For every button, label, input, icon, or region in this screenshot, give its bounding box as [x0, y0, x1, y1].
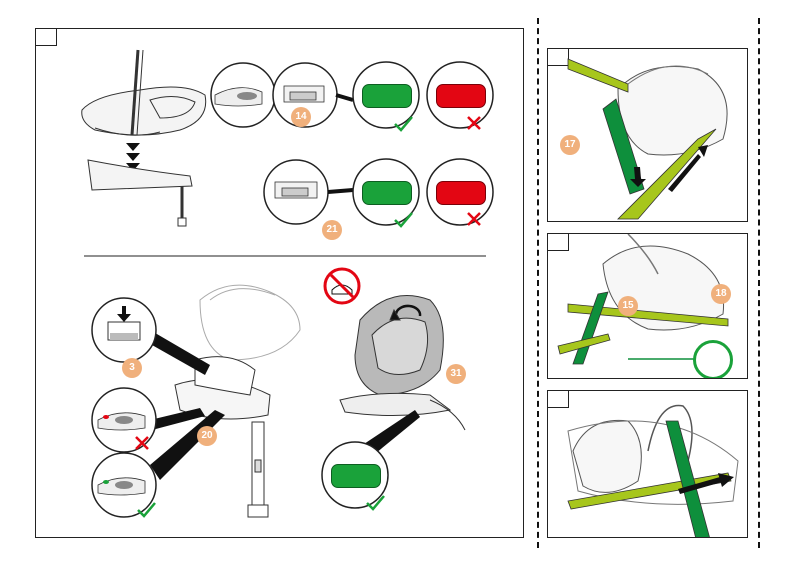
latch-detail-1	[211, 63, 353, 127]
callout-14: 14	[291, 107, 311, 127]
seat-on-base-drawing	[200, 285, 300, 360]
error-indicator	[436, 84, 486, 108]
side-panel-bottom	[547, 390, 748, 538]
callout-3: 3	[122, 358, 142, 378]
side-panel-top: 17	[547, 48, 748, 222]
callout-18: 18	[711, 284, 731, 304]
belt-route-bottom	[548, 391, 748, 538]
callout-31: 31	[446, 364, 466, 384]
callout-21: 21	[322, 220, 342, 240]
isofix-base-drawing	[88, 160, 192, 226]
ok-indicator	[362, 84, 412, 108]
belt-route-top	[548, 49, 748, 222]
callout-17: 17	[560, 135, 580, 155]
separator-right	[758, 18, 760, 548]
callout-20: 20	[197, 426, 217, 446]
belt-indicator-detail	[693, 340, 733, 379]
no-airbag-icon	[325, 269, 359, 303]
ok-indicator	[331, 464, 381, 488]
ok-indicator	[362, 181, 412, 205]
latch-detail-2	[264, 160, 353, 224]
separator-left	[537, 18, 539, 548]
side-panel-middle: 15 18	[547, 233, 748, 379]
seat-shell-drawing	[82, 50, 206, 135]
callout-15: 15	[618, 296, 638, 316]
rear-facing-seat-drawing	[340, 296, 465, 431]
zoom-pointer	[150, 330, 210, 375]
error-indicator	[436, 181, 486, 205]
